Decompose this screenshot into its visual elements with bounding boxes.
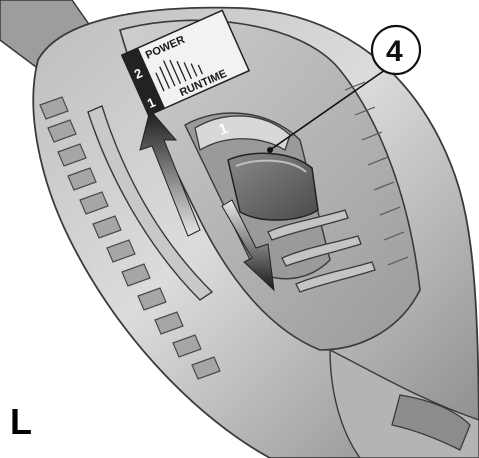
- indicator-bars: [155, 59, 203, 92]
- callout-number: 4: [386, 35, 403, 68]
- figure-letter: L: [10, 401, 32, 442]
- arrow-up-icon: [139, 108, 201, 237]
- callout-dot: [267, 147, 273, 153]
- mode-switch-knob[interactable]: [227, 152, 319, 221]
- side-rail: [87, 105, 214, 301]
- callout-circle: [370, 24, 422, 76]
- callout-leader: [269, 69, 386, 151]
- arrow-down-icon: [221, 199, 275, 292]
- grip-ribs: [39, 96, 221, 380]
- switch-rest-upper: [194, 115, 291, 152]
- plate-ribs: [344, 81, 409, 266]
- switch-slot-lines: [267, 209, 376, 293]
- lower-vent: [391, 394, 471, 451]
